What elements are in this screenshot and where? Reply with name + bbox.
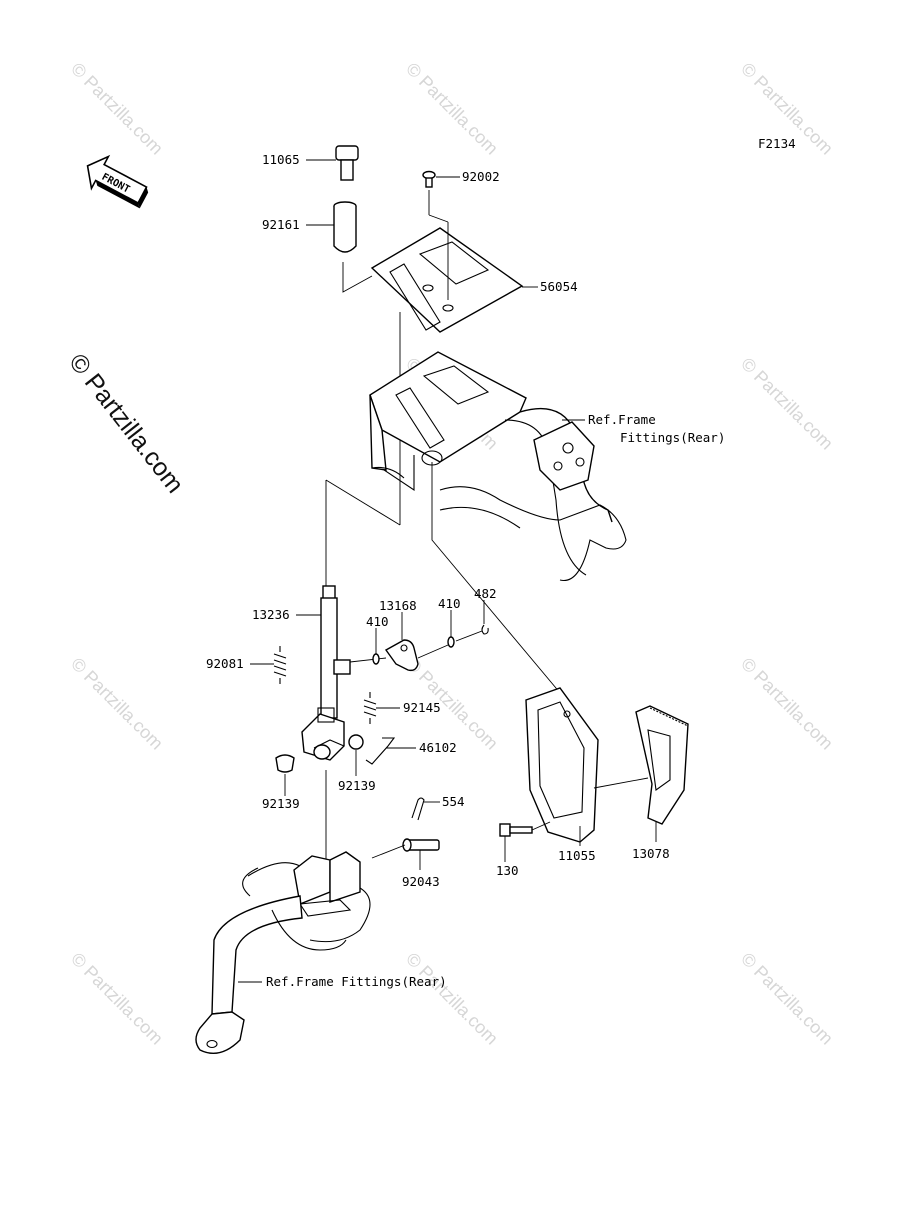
ref-frame-top-line1: Ref.Frame <box>588 412 656 427</box>
washer-410-right: 410 <box>438 596 461 648</box>
rod-46102: 46102 <box>365 737 457 765</box>
collar-92139-right: 92139 <box>338 750 376 793</box>
guide-lines-top <box>325 190 449 590</box>
brand-watermark: © Partzilla.com <box>63 348 189 498</box>
label-92043: 92043 <box>402 874 440 889</box>
watermark-10: © Partzilla.com <box>402 949 502 1049</box>
screw-92002: 92002 <box>422 169 500 188</box>
label-92161: 92161 <box>262 217 300 232</box>
cover-plate-56054: 56054 <box>370 227 578 333</box>
label-410-right: 410 <box>438 596 461 611</box>
watermark-8: © Partzilla.com <box>737 654 837 754</box>
watermark-9: © Partzilla.com <box>67 949 167 1049</box>
arm-13168: 13168 <box>333 598 449 675</box>
ref-frame-bottom: Ref.Frame Fittings(Rear) <box>266 974 447 989</box>
watermarks: © Partzilla.com © Partzilla.com © Partzi… <box>67 59 837 1049</box>
label-46102: 46102 <box>419 740 457 755</box>
label-92081: 92081 <box>206 656 244 671</box>
frame-bottom-assembly: Ref.Frame Fittings(Rear) <box>195 851 447 1054</box>
label-92139-right: 92139 <box>338 778 376 793</box>
cotter-pin-554: 554 <box>411 794 465 821</box>
sector-13078: 13078 <box>593 705 689 861</box>
ref-frame-top-line2: Fittings(Rear) <box>620 430 725 445</box>
bracket-11055: 11055 <box>525 687 599 863</box>
label-13168: 13168 <box>379 598 417 613</box>
watermark-6: © Partzilla.com <box>67 654 167 754</box>
label-11055: 11055 <box>558 848 596 863</box>
label-13236: 13236 <box>252 607 290 622</box>
grip-92161: 92161 <box>262 201 357 253</box>
guide-line-bracket <box>431 462 567 701</box>
frame-bracket-assembly: Ref.Frame Fittings(Rear) <box>369 351 725 582</box>
front-arrow-icon: FRONT <box>86 154 149 209</box>
shaft-13236: 13236 <box>252 585 338 719</box>
label-92002: 92002 <box>462 169 500 184</box>
label-130: 130 <box>496 863 519 878</box>
collar-92139-left: 92139 <box>262 754 300 811</box>
pin-92043: 92043 <box>371 838 440 889</box>
label-92145: 92145 <box>403 700 441 715</box>
label-554: 554 <box>442 794 465 809</box>
label-410-left: 410 <box>366 614 389 629</box>
label-56054: 56054 <box>540 279 578 294</box>
spring-92081: 92081 <box>206 646 287 684</box>
label-13078: 13078 <box>632 846 670 861</box>
bolt-130: 130 <box>496 821 551 878</box>
label-92139-left: 92139 <box>262 796 300 811</box>
label-11065: 11065 <box>262 152 300 167</box>
watermark-5: © Partzilla.com <box>737 354 837 454</box>
watermark-1: © Partzilla.com <box>67 59 167 159</box>
clip-482: 482 <box>455 586 497 642</box>
pivot-housing <box>301 707 364 761</box>
bolt-11065: 11065 <box>262 145 359 181</box>
watermark-11: © Partzilla.com <box>737 949 837 1049</box>
spring-92145: 92145 <box>363 692 441 724</box>
washer-410-left: 410 <box>366 614 389 665</box>
watermark-2: © Partzilla.com <box>402 59 502 159</box>
label-482: 482 <box>474 586 497 601</box>
diagram-code: F2134 <box>758 136 796 151</box>
